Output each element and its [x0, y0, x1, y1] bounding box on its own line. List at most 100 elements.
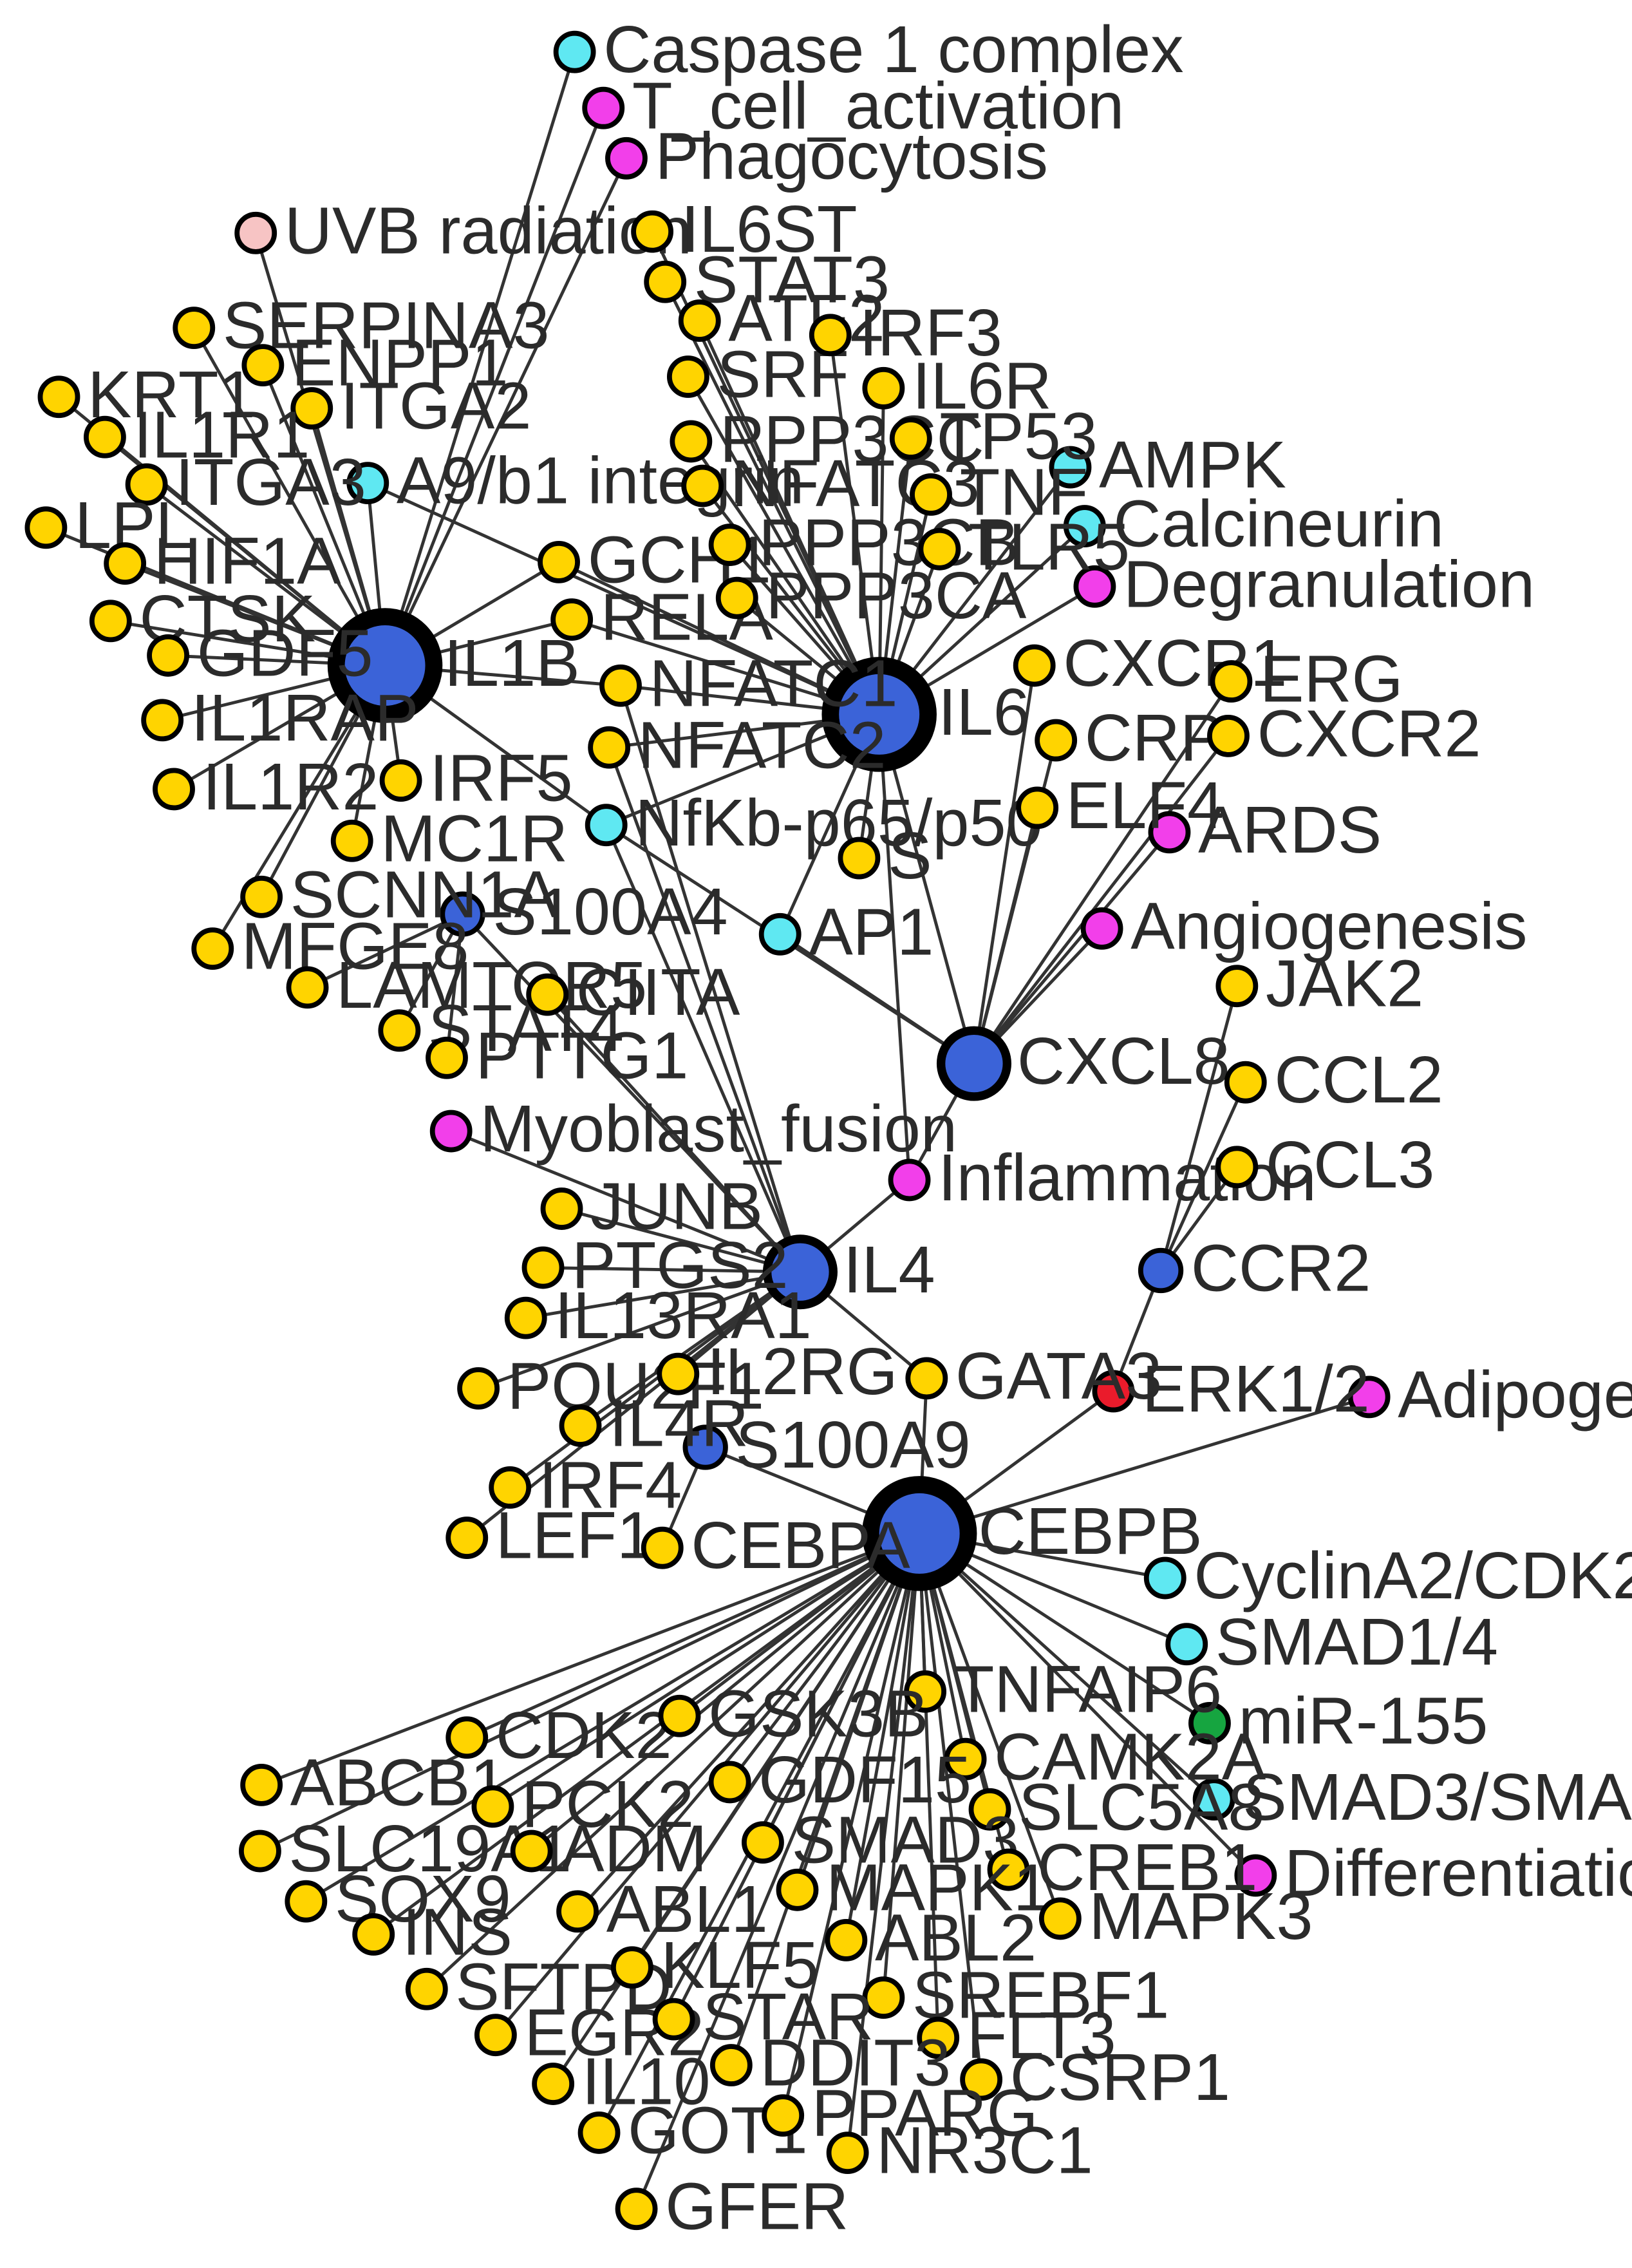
node-gata3[interactable]: GATA3: [905, 1339, 1162, 1413]
node-ptgs2[interactable]: PTGS2: [521, 1228, 789, 1302]
node-cdk2[interactable]: CDK2: [446, 1698, 672, 1772]
node-ppp3ca[interactable]: PPP3CA: [715, 558, 1027, 632]
node-il6[interactable]: IL6: [821, 657, 1030, 772]
node-myoblast-fusion[interactable]: Myoblast_fusion: [429, 1091, 957, 1166]
node-abcb1[interactable]: ABCB1: [240, 1745, 507, 1819]
node-sox9[interactable]: SOX9: [285, 1862, 511, 1936]
node-irf4[interactable]: IRF4: [489, 1448, 682, 1522]
node-smad3[interactable]: SMAD3: [742, 1803, 1019, 1877]
node-ccl3[interactable]: CCL3: [1215, 1128, 1434, 1202]
node-s100a9[interactable]: S100A9: [682, 1408, 971, 1482]
node-cebpa[interactable]: CEBPA: [641, 1508, 910, 1582]
node-il4r[interactable]: IL4R: [559, 1386, 749, 1460]
node-pou2f1[interactable]: POU2F1: [457, 1349, 764, 1423]
node-hif1a[interactable]: HIF1A: [104, 524, 341, 598]
node-adipogenesis[interactable]: Adipogenesis: [1347, 1357, 1632, 1432]
node-ppp3cb[interactable]: PPP3CB: [708, 506, 1020, 580]
node-il1b[interactable]: IL1B: [327, 608, 580, 723]
node-lamtor5[interactable]: LAMTOR5: [286, 948, 647, 1022]
node-slc5a8[interactable]: SLC5A8: [968, 1770, 1265, 1844]
node-adm[interactable]: ADM: [510, 1811, 708, 1885]
node-tnfaip6[interactable]: TNFAIP6: [904, 1652, 1222, 1726]
node-ddit3[interactable]: DDIT3: [709, 2026, 951, 2100]
node-differentiation[interactable]: Differentiation: [1234, 1836, 1632, 1910]
node-elf4[interactable]: ELF4: [1016, 768, 1224, 842]
node-mc1r[interactable]: MC1R: [330, 801, 568, 875]
node-phagocytosis[interactable]: Phagocytosis: [605, 118, 1048, 193]
node-serpina3[interactable]: SERPINA3: [173, 288, 550, 363]
node-ap1[interactable]: AP1: [758, 894, 934, 969]
node-irf5[interactable]: IRF5: [379, 741, 573, 815]
node-ctsk[interactable]: CTSK: [89, 581, 315, 656]
node-il4[interactable]: IL4: [762, 1233, 935, 1310]
node-s100a4[interactable]: S100A4: [440, 874, 728, 949]
node-ciita[interactable]: CIITA: [526, 955, 740, 1029]
node-pttg1[interactable]: PTTG1: [426, 1018, 688, 1092]
node-erk1-2[interactable]: ERK1/2: [1092, 1352, 1370, 1426]
node-cebpb[interactable]: CEBPB: [861, 1476, 1203, 1591]
node-cxcl8[interactable]: CXCL8: [936, 1024, 1230, 1101]
node-mapk3[interactable]: MAPK3: [1038, 1879, 1313, 1953]
node-tlr5[interactable]: TLR5: [918, 509, 1130, 583]
node-ards[interactable]: ARDS: [1148, 793, 1382, 867]
node-smad1-4[interactable]: SMAD1/4: [1165, 1605, 1498, 1679]
node-a9-b1-integrin[interactable]: A9/b1 integrin: [346, 444, 804, 518]
node-angiogenesis[interactable]: Angiogenesis: [1080, 889, 1528, 963]
node-gsk3b[interactable]: GSK3B: [658, 1676, 928, 1750]
node-itga2[interactable]: ITGA2: [290, 369, 531, 443]
node-calcineurin[interactable]: Calcineurin: [1063, 487, 1444, 561]
node-itga3[interactable]: ITGA3: [125, 445, 366, 519]
node-nfatc1[interactable]: NFATC1: [599, 646, 898, 720]
node-abl1[interactable]: ABL1: [556, 1872, 768, 1946]
node-tnf[interactable]: TNF: [910, 455, 1088, 529]
node-il6st[interactable]: IL6ST: [631, 192, 858, 266]
node-nfkb-p65-p50[interactable]: NfKb-p65/p50: [585, 786, 1043, 860]
node-star[interactable]: STAR: [652, 1980, 874, 2054]
node-enpp1[interactable]: ENPP1: [241, 326, 509, 400]
node-t-cell-activation[interactable]: T_cell_activation: [582, 68, 1124, 142]
node-irf3[interactable]: IRF3: [809, 296, 1002, 370]
node-jak2[interactable]: JAK2: [1215, 947, 1423, 1021]
node-il2rg[interactable]: IL2RG: [657, 1334, 898, 1408]
node-lef1[interactable]: LEF1: [446, 1498, 653, 1573]
node-smad3-smad4[interactable]: SMAD3/SMAD4: [1192, 1760, 1632, 1834]
node-ccl2[interactable]: CCL2: [1224, 1043, 1443, 1117]
node-mapk1[interactable]: MAPK1: [776, 1850, 1050, 1924]
node-il10[interactable]: IL10: [532, 2045, 711, 2119]
node-csrp1[interactable]: CSRP1: [960, 2040, 1230, 2114]
node-il1r1[interactable]: IL1R1: [83, 397, 310, 471]
node-s[interactable]: S: [838, 818, 932, 893]
node-ins[interactable]: INS: [352, 1895, 512, 1969]
node-cyclina2-cdk2[interactable]: CyclinA2/CDK2: [1143, 1538, 1632, 1612]
node-degranulation[interactable]: Degranulation: [1073, 547, 1535, 621]
node-nfatc2[interactable]: NFATC2: [588, 708, 886, 782]
node-ampk[interactable]: AMPK: [1049, 428, 1286, 502]
node-atf2[interactable]: ATF2: [678, 281, 885, 355]
node-mfge8[interactable]: MFGE8: [191, 909, 469, 983]
node-il1r2[interactable]: IL1R2: [153, 750, 379, 824]
node-tp53[interactable]: TP53: [889, 399, 1098, 473]
node-il1rap[interactable]: IL1RAP: [141, 681, 418, 755]
node-creb1[interactable]: CREB1: [987, 1830, 1258, 1904]
node-cxcr2[interactable]: CXCR2: [1207, 696, 1481, 770]
node-stat3[interactable]: STAT3: [644, 242, 890, 316]
node-mir-155[interactable]: miR-155: [1188, 1683, 1488, 1757]
node-il6r[interactable]: IL6R: [862, 348, 1052, 422]
node-gfer[interactable]: GFER: [615, 2169, 849, 2244]
node-crp[interactable]: CRP: [1035, 701, 1224, 775]
node-il13ra1[interactable]: IL13RA1: [504, 1278, 812, 1352]
node-nr3c1[interactable]: NR3C1: [826, 2113, 1093, 2188]
node-caspase-1-complex[interactable]: Caspase 1 complex: [553, 12, 1184, 86]
node-klf5[interactable]: KLF5: [610, 1928, 819, 2002]
node-camk2a[interactable]: CAMK2A: [944, 1719, 1266, 1793]
node-lpl[interactable]: LPL: [24, 488, 192, 562]
node-abl2[interactable]: ABL2: [825, 1900, 1036, 1974]
node-pck2[interactable]: PCK2: [471, 1767, 694, 1841]
node-srebf1[interactable]: SREBF1: [862, 1958, 1169, 2032]
node-uvb-radiation[interactable]: UVB radiation: [234, 193, 692, 267]
node-ppp3cc[interactable]: PPP3CC: [670, 402, 984, 476]
node-junb[interactable]: JUNB: [540, 1169, 764, 1243]
node-flt3[interactable]: FLT3: [917, 1998, 1116, 2072]
node-gdf15[interactable]: GDF15: [708, 1743, 971, 1817]
node-erg[interactable]: ERG: [1210, 642, 1403, 716]
